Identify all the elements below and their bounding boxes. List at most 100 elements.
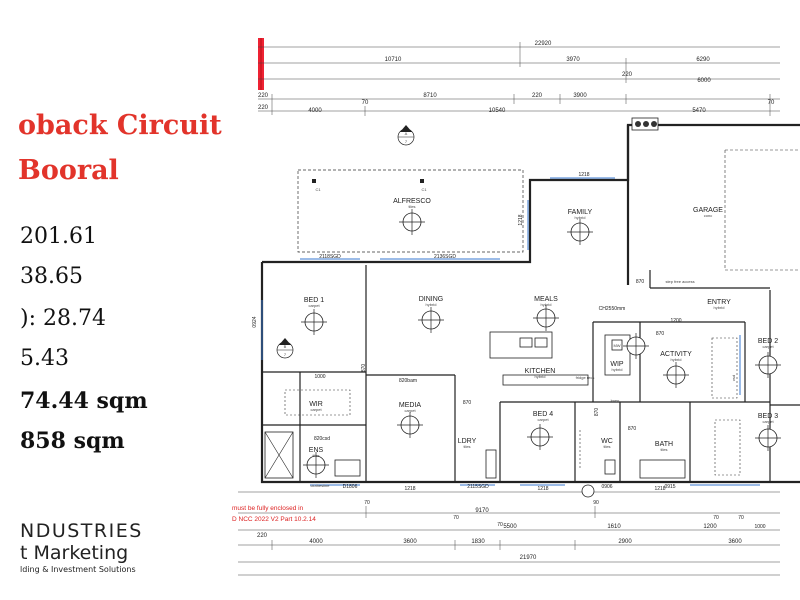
ceiling-light-icon: [755, 352, 781, 378]
dim-text: 1830: [471, 539, 485, 545]
listing-panel: oback Circuit Booral 201.61 38.65 ): 28.…: [0, 0, 230, 600]
room-media: MEDIA: [399, 402, 422, 409]
room-finish: carpet: [762, 419, 774, 424]
bottom-dimension-text: 1218 1218 70 90 9170 70 70 70 70 5500 16…: [257, 486, 766, 561]
room-finish: tiles: [463, 444, 470, 449]
section-number: 7: [405, 139, 408, 144]
brand-tagline: lding & Investment Solutions: [20, 565, 136, 574]
door-size: 2115SGD: [467, 484, 489, 490]
room-finish: hybrid: [535, 374, 546, 379]
room-labels: ALFRESCO tiles FAMILY hybrid GARAGE conc…: [304, 198, 778, 458]
dim-text: 1218: [654, 486, 665, 492]
stat-5: 74.44 sqm: [20, 388, 148, 414]
address-line-2: Booral: [18, 155, 119, 186]
room-finish: carpet: [762, 344, 774, 349]
dim-text: 8710: [423, 93, 437, 99]
room-finish: tiles: [312, 453, 319, 458]
stat-2: 38.65: [20, 264, 83, 289]
section-marker-b: B 7: [276, 338, 294, 359]
dim-text: 70: [364, 500, 370, 506]
room-family: FAMILY: [568, 209, 593, 216]
dim-text: 3600: [403, 539, 417, 545]
room-finish: hybrid: [714, 305, 725, 310]
door-size: 820csd: [314, 436, 330, 442]
compliance-note: must be fully enclosed in D NCC 2022 V2 …: [232, 505, 316, 523]
column: [312, 179, 316, 183]
dim-text: 70: [738, 515, 744, 521]
ceiling-light-icon: [397, 412, 423, 438]
light-fixtures: [301, 209, 781, 478]
clothesline-note: clothesline: [311, 483, 331, 488]
door-size: D1806: [343, 484, 358, 490]
room-garage: GARAGE: [693, 207, 723, 214]
dim-text: 70: [362, 100, 369, 106]
room-wc: WC: [601, 438, 613, 445]
room-finish: tiles: [408, 204, 415, 209]
column: [420, 179, 424, 183]
top-dimension-text: 22920 10710 3970 6290 220 6000 220 8710 …: [258, 41, 775, 114]
dim-text: 70: [453, 515, 459, 521]
door-size: 2118SGD: [319, 254, 341, 260]
door-size: 2136SGD: [434, 254, 456, 260]
dim-text: 870: [628, 426, 637, 432]
room-finish: hybrid: [426, 302, 437, 307]
dim-text: 6290: [696, 57, 710, 63]
stat-4: 5.43: [20, 346, 69, 371]
ceiling-height: CH2550mm: [599, 306, 626, 312]
room-alfresco: ALFRESCO: [393, 198, 431, 205]
brand-name: NDUSTRIES: [20, 520, 143, 542]
dim-text: 10710: [385, 57, 402, 63]
windows: [261, 177, 760, 486]
ceiling-light-icon: [301, 309, 327, 335]
room-finish: hybrid: [575, 215, 586, 220]
stat-6: 858 sqm: [20, 428, 125, 454]
dim-text: 2900: [618, 539, 632, 545]
stat-1: 201.61: [20, 224, 97, 249]
dim-text: 220: [532, 93, 543, 99]
ceiling-light-icon: [418, 307, 444, 333]
stat-3: ): 28.74: [20, 306, 106, 331]
room-wir: WIR: [309, 401, 323, 408]
dim-text: 1218: [578, 172, 589, 178]
dim-text: 3970: [566, 57, 580, 63]
ceiling-light-icon: [567, 219, 593, 245]
dim-text: 10540: [489, 108, 506, 114]
dim-text: 1200: [703, 524, 717, 530]
room-finish: conc: [704, 213, 712, 218]
dim-text: 1000: [754, 524, 765, 530]
room-ens: ENS: [309, 447, 324, 454]
dim-text: 3900: [573, 93, 587, 99]
dim-text: 1000: [314, 374, 325, 380]
dim-text: 870: [361, 364, 367, 373]
room-ldry: LDRY: [458, 438, 477, 445]
door-size: 0906: [601, 484, 612, 490]
room-finish: hybrid: [671, 357, 682, 362]
dim-text: 70: [713, 515, 719, 521]
dim-text: 3600: [728, 539, 742, 545]
dim-text: 4000: [308, 108, 322, 114]
dim-text: 1218: [404, 486, 415, 492]
ceiling-light-icon: [623, 333, 649, 359]
dim-text: 870: [656, 331, 665, 337]
dim-text: 5500: [503, 524, 517, 530]
dim-text: 21970: [520, 555, 537, 561]
door-size: 0915: [664, 484, 675, 490]
dim-text: 5470: [692, 108, 706, 114]
room-finish: carpet: [310, 407, 322, 412]
column-label: C1: [315, 187, 321, 192]
column-label: C1: [421, 187, 427, 192]
room-bed2: BED 2: [758, 338, 778, 345]
dim-text: 870: [463, 400, 472, 406]
shower-cross: [264, 431, 294, 479]
room-finish: tiles: [660, 447, 667, 452]
section-letter: B: [284, 344, 287, 349]
dim-text: 90: [593, 500, 599, 506]
ceiling-light-icon: [303, 452, 329, 478]
door-size: 820bam: [399, 378, 417, 384]
dim-overall: 22920: [535, 41, 552, 47]
dim-text: 1218: [537, 486, 548, 492]
note-line-1: must be fully enclosed in: [232, 505, 304, 512]
room-finish: hybrid: [612, 367, 623, 372]
dim-text: 220: [257, 533, 268, 539]
dim-text: 220: [622, 72, 633, 78]
